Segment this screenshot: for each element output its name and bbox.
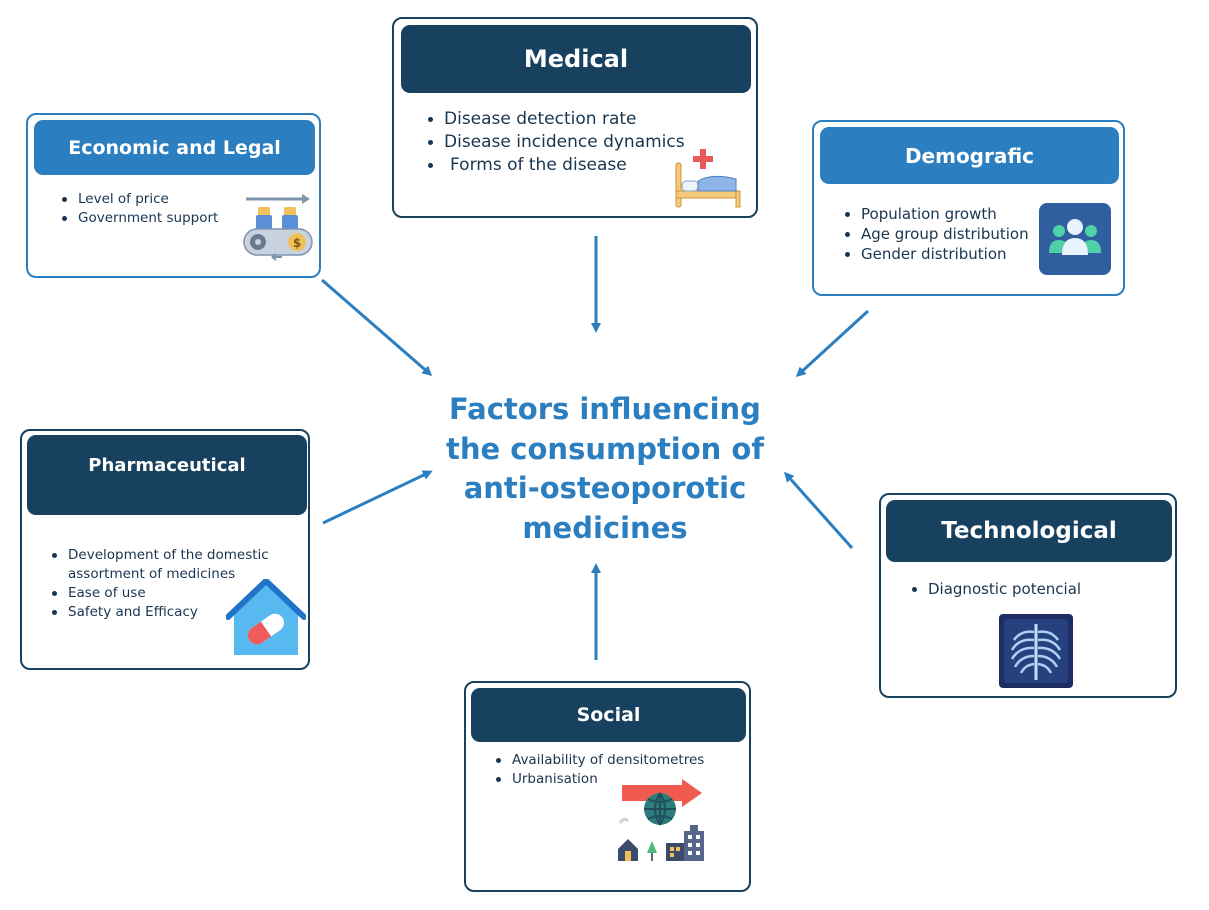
price-conveyor-icon: $ bbox=[243, 194, 313, 261]
demografic-box: Demografic Population growth Age group d… bbox=[812, 120, 1125, 296]
medical-list: Disease detection rate Disease incidence… bbox=[424, 108, 744, 177]
list-item: Safety and Efficacy bbox=[48, 603, 288, 622]
list-item: Diagnostic potencial bbox=[908, 579, 1148, 599]
demografic-header: Demografic bbox=[820, 127, 1119, 184]
technological-header: Technological bbox=[886, 500, 1172, 562]
svg-text:$: $ bbox=[293, 236, 301, 250]
center-title-line-4: medicines bbox=[522, 510, 688, 545]
center-title-line-2: the consumption of bbox=[446, 431, 764, 466]
center-title-line-3: anti-osteoporotic bbox=[463, 471, 747, 505]
social-list: Availability of densitometres Urbanisati… bbox=[492, 751, 732, 789]
center-title: Factors influencing the consumption of a… bbox=[420, 390, 790, 548]
list-item: Ease of use bbox=[48, 584, 288, 603]
technological-box: Technological Diagnostic potencial bbox=[879, 493, 1177, 698]
pharmaceutical-box: Pharmaceutical Development of the domest… bbox=[20, 429, 310, 670]
arrow-pharmaceutical bbox=[322, 470, 433, 525]
social-header: Social bbox=[471, 688, 746, 742]
social-box: Social Availability of densitometres Urb… bbox=[464, 681, 751, 892]
medical-box: Medical Disease detection rate Disease i… bbox=[392, 17, 758, 218]
medical-header: Medical bbox=[401, 25, 751, 93]
economic-legal-list: Level of price Government support bbox=[58, 190, 258, 228]
arrow-demografic bbox=[795, 309, 870, 378]
list-item: Population growth bbox=[841, 204, 1061, 224]
people-group-icon bbox=[1039, 203, 1111, 275]
pharmaceutical-list: Development of the domestic assortment o… bbox=[48, 546, 288, 622]
urbanisation-icon bbox=[618, 779, 704, 861]
list-item: Gender distribution bbox=[841, 244, 1061, 264]
xray-ribcage-icon bbox=[999, 614, 1073, 688]
pill-house-icon bbox=[226, 579, 306, 655]
center-title-line-1: Factors influencing bbox=[449, 392, 761, 426]
list-item: Urbanisation bbox=[492, 770, 732, 789]
demografic-list: Population growth Age group distribution… bbox=[841, 204, 1061, 264]
arrow-technological bbox=[784, 471, 854, 549]
list-item: Level of price bbox=[58, 190, 258, 209]
list-item: Availability of densitometres bbox=[492, 751, 732, 770]
list-item: Government support bbox=[58, 209, 258, 228]
list-item: Development of the domestic assortment o… bbox=[48, 546, 288, 584]
technological-list: Diagnostic potencial bbox=[908, 579, 1148, 599]
hospital-bed-icon bbox=[675, 149, 741, 208]
list-item: Age group distribution bbox=[841, 224, 1061, 244]
pharmaceutical-header: Pharmaceutical bbox=[27, 435, 307, 515]
list-item: Disease incidence dynamics bbox=[424, 131, 744, 154]
economic-legal-header: Economic and Legal bbox=[34, 120, 315, 175]
list-item: Disease detection rate bbox=[424, 108, 744, 131]
arrow-economic bbox=[321, 278, 433, 376]
list-item: Forms of the disease bbox=[424, 154, 744, 177]
economic-legal-box: Economic and Legal Level of price Govern… bbox=[26, 113, 321, 278]
